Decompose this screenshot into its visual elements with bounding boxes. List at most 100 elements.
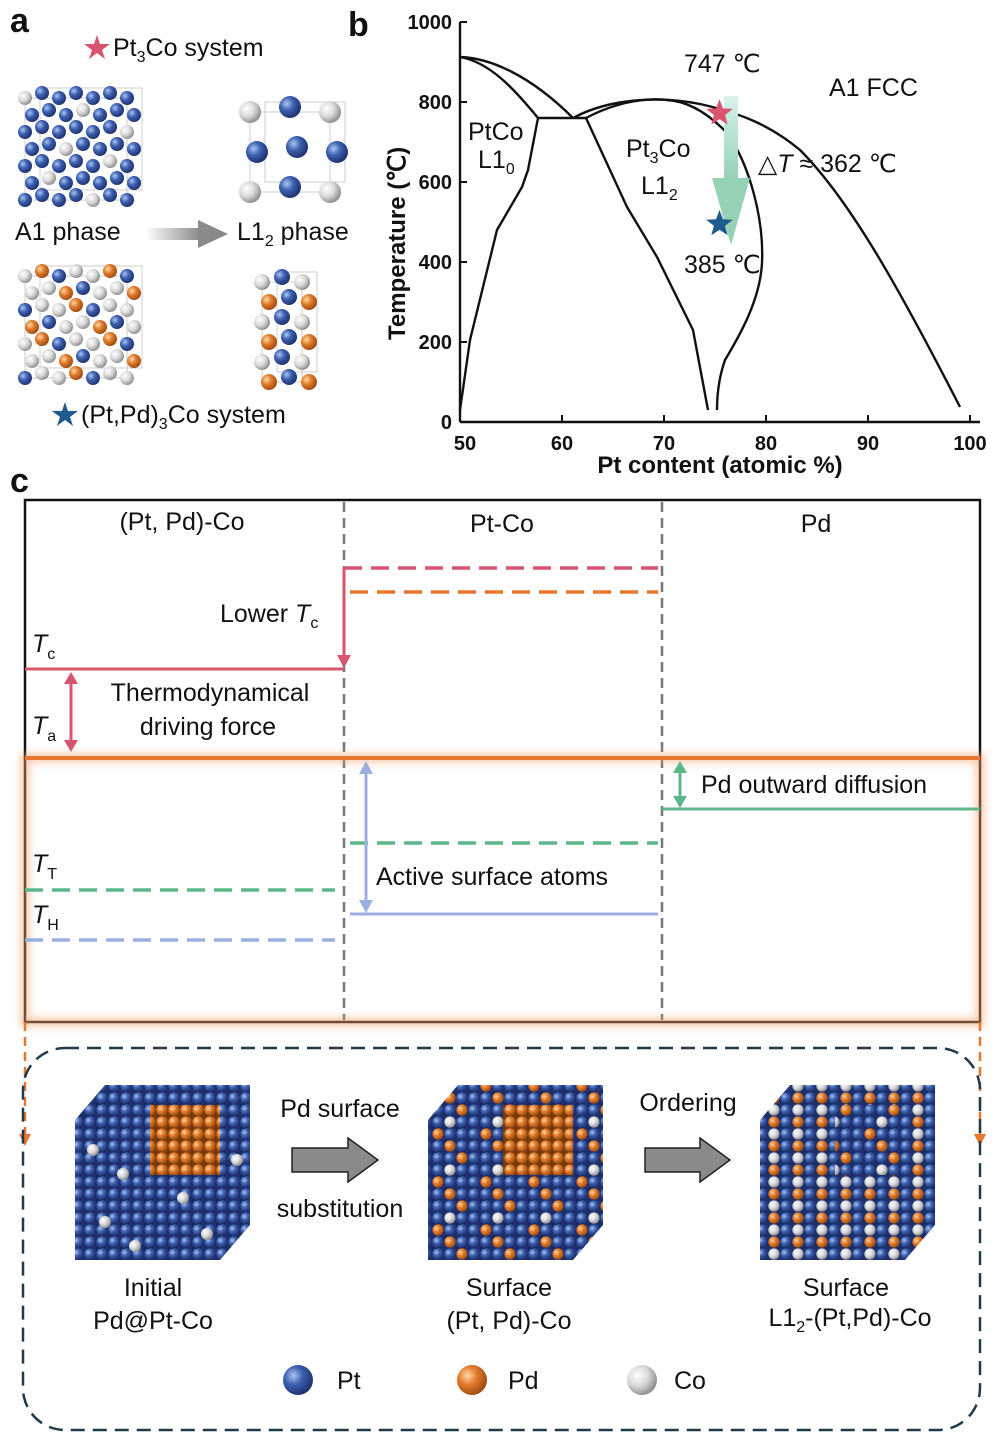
pt-atom xyxy=(69,154,83,168)
lower-tc-label: Lower Tc xyxy=(220,600,318,632)
co-atom xyxy=(42,281,56,295)
a1-phase-label: A1 phase xyxy=(15,218,121,246)
pt-atom xyxy=(59,176,73,190)
pd-atom xyxy=(127,286,141,300)
pt3co-region-label: Pt3Co xyxy=(626,135,691,167)
pt-atom xyxy=(103,188,117,202)
pt-atom xyxy=(110,315,124,329)
blue-star-icon xyxy=(52,402,78,426)
pd-atom xyxy=(69,298,83,312)
pt-atom xyxy=(127,176,141,190)
x-tick-label: 60 xyxy=(551,433,573,455)
column-header: Pt-Co xyxy=(470,510,534,538)
co-atom xyxy=(35,366,49,380)
pt-atom xyxy=(52,159,66,173)
pt-atom xyxy=(69,120,83,134)
co-atom xyxy=(103,366,117,380)
pt-atom xyxy=(18,193,32,207)
co-atom xyxy=(52,303,66,317)
pt3co-left-boundary xyxy=(584,117,710,411)
active-atoms-label: Active surface atoms xyxy=(376,863,608,891)
co-atom xyxy=(86,193,100,207)
pd-atom xyxy=(127,354,141,368)
co-atom xyxy=(69,332,83,346)
pt-atom xyxy=(25,108,39,122)
th-label: TH xyxy=(32,901,59,934)
pt-atom xyxy=(18,303,32,317)
co-atom xyxy=(35,298,49,312)
pt-atom xyxy=(274,309,290,325)
pd-atom xyxy=(301,294,317,310)
svg-text:Pt3Co system: Pt3Co system xyxy=(113,34,264,66)
stage-label: Initial xyxy=(124,1274,182,1302)
stage-label: (Pt, Pd)-Co xyxy=(446,1307,571,1335)
pt-atom xyxy=(281,329,297,345)
pd-atom xyxy=(69,366,83,380)
blue-star-marker xyxy=(706,210,733,236)
pt-atom xyxy=(127,142,141,156)
step2-label: Ordering xyxy=(639,1089,736,1117)
co-atom xyxy=(52,371,66,385)
svg-text:(Pt,Pd)3Co system: (Pt,Pd)3Co system xyxy=(81,401,286,433)
pt-atom xyxy=(76,171,90,185)
pt-atom xyxy=(274,349,290,365)
pd-atom xyxy=(301,334,317,350)
l12-ordered-nanocube xyxy=(760,1085,935,1260)
x-tick-label: 50 xyxy=(454,433,476,455)
pt-atom xyxy=(103,120,117,134)
stage-label: Surface xyxy=(803,1274,889,1302)
pt-atom xyxy=(103,86,117,100)
pd-atom xyxy=(301,374,317,390)
pt-atom xyxy=(69,86,83,100)
pt-atom xyxy=(86,303,100,317)
pt-atom xyxy=(52,269,66,283)
energy-diagram: (Pt, Pd)-Co Pt-Co Pd Lower Tc Thermodyna… xyxy=(19,498,986,1146)
co-atom xyxy=(86,337,100,351)
y-tick-label: 400 xyxy=(419,252,452,274)
pt-atom xyxy=(281,369,297,385)
pt-atom xyxy=(35,188,49,202)
delta-t-annotation: △T ≈ 362 ℃ xyxy=(758,150,897,178)
co-atom xyxy=(294,314,310,330)
pd-atom xyxy=(35,332,49,346)
co-atom xyxy=(42,171,56,185)
pt-atom xyxy=(35,86,49,100)
pt-atom xyxy=(18,125,32,139)
pt-atom xyxy=(274,269,290,285)
high-temp-annotation: 747 ℃ xyxy=(684,50,761,78)
co-atom xyxy=(18,337,32,351)
pt-atom xyxy=(120,193,134,207)
tt-label: TT xyxy=(32,850,57,883)
co-atom xyxy=(93,286,107,300)
pd-atom xyxy=(93,320,107,334)
ptco-region-label: PtCo xyxy=(468,118,524,146)
driving-force-label: Thermodynamical xyxy=(111,679,310,707)
pd-atom xyxy=(261,374,277,390)
co-atom xyxy=(59,142,73,156)
co-atom xyxy=(239,101,261,123)
pt-atom xyxy=(42,137,56,151)
pt-sphere-icon xyxy=(283,1365,313,1395)
stage-label: Surface xyxy=(466,1274,552,1302)
column-header: (Pt, Pd)-Co xyxy=(119,508,244,536)
co-atom xyxy=(18,269,32,283)
a1-ptpdco-crystal xyxy=(18,264,143,385)
driving-force-label: driving force xyxy=(140,713,276,741)
pt-atom xyxy=(52,125,66,139)
co-atom xyxy=(254,274,270,290)
initial-nanocube xyxy=(75,1085,250,1260)
y-tick-label: 1000 xyxy=(408,12,453,34)
y-tick-label: 200 xyxy=(419,332,452,354)
pt-atom xyxy=(279,96,301,118)
panel-label-c: c xyxy=(10,462,29,500)
pt-atom xyxy=(25,142,39,156)
co-atom xyxy=(120,125,134,139)
pd-sphere-icon xyxy=(457,1365,487,1395)
co-atom xyxy=(103,298,117,312)
y-tick-label: 0 xyxy=(441,412,452,434)
pt-atom xyxy=(120,91,134,105)
l12-ptpdco-crystal xyxy=(254,269,318,390)
pt-atom xyxy=(86,159,100,173)
pd-atom xyxy=(59,354,73,368)
